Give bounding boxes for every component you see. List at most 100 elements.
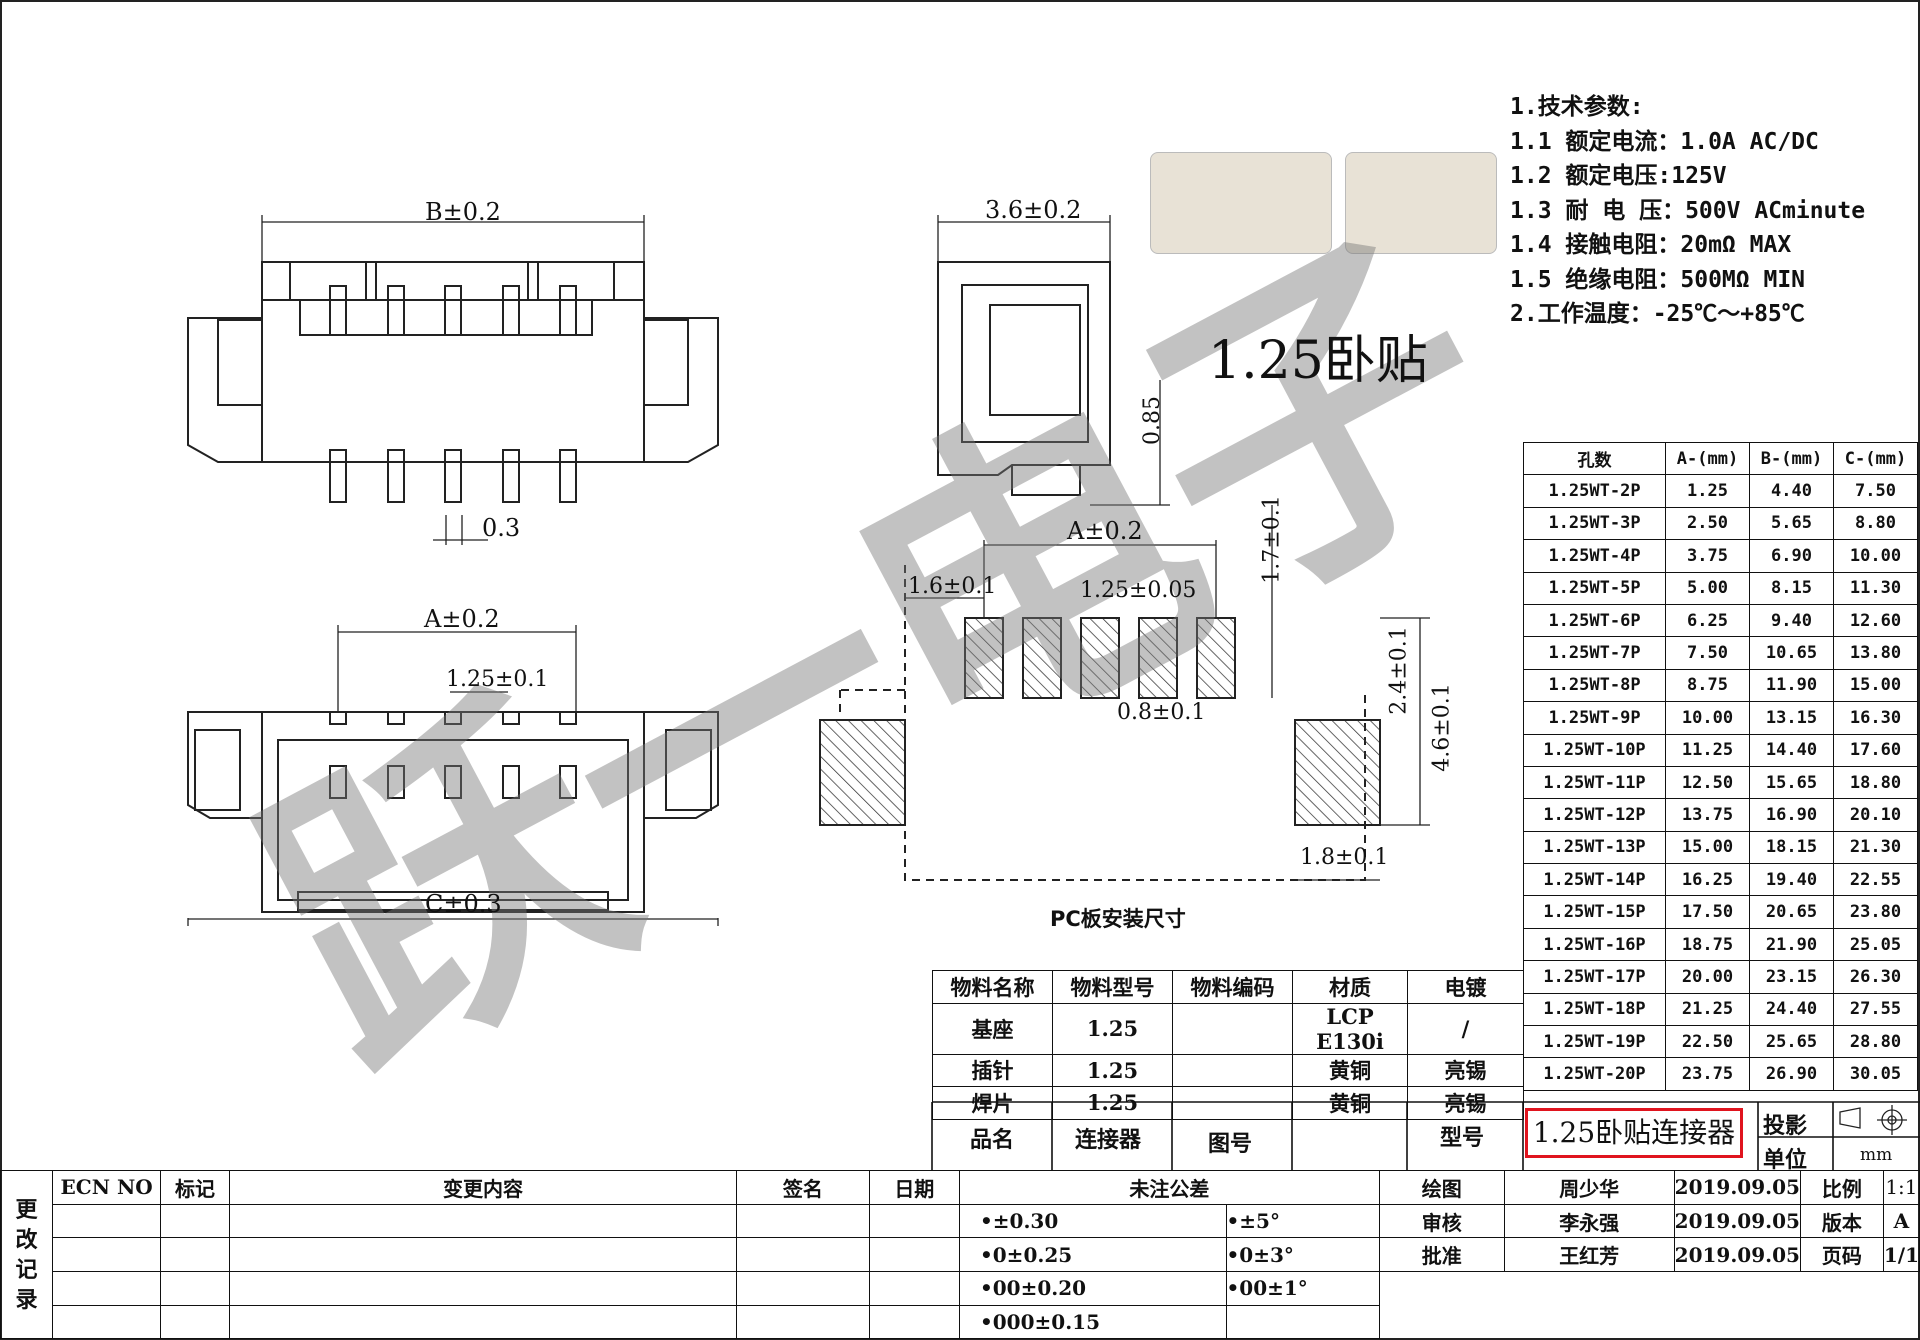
pin-header-cell: 孔数 (1523, 441, 1666, 476)
pin-cell: 17.60 (1833, 733, 1918, 767)
pin-cell: 15.00 (1665, 830, 1750, 865)
pin-cell: 7.50 (1833, 474, 1918, 508)
spec-line: 1.1 额定电流：1.0A AC/DC (1510, 128, 1819, 155)
pin-cell: 1.25WT-7P (1523, 636, 1666, 670)
tolerance-angular: •00±1° (1225, 1271, 1380, 1306)
title-block-header-cell: 签名 (736, 1170, 870, 1205)
pin-cell: 2.50 (1665, 506, 1750, 541)
projection-label: 投影 (1763, 1113, 1808, 1139)
pin-cell: 1.25WT-18P (1523, 992, 1666, 1027)
product-name-label: 品名 (970, 1127, 1015, 1153)
pin-cell: 1.25WT-5P (1523, 571, 1666, 605)
blank-cell (160, 1271, 230, 1306)
pin-cell: 24.40 (1749, 992, 1834, 1027)
pin-cell: 25.05 (1833, 927, 1918, 962)
pin-cell: 8.15 (1749, 571, 1834, 605)
top-view (187, 215, 719, 545)
material-header-cell: 材质 (1292, 970, 1408, 1004)
blank-cell (736, 1237, 870, 1273)
material-header-cell: 物料名称 (932, 970, 1053, 1004)
pin-cell: 20.10 (1833, 798, 1918, 832)
blank-cell (228, 1271, 738, 1306)
pin-cell: 15.00 (1833, 668, 1918, 703)
blank-cell (52, 1304, 162, 1340)
unit-label: 单位 (1763, 1147, 1808, 1173)
drawing-number-label: 图号 (1208, 1131, 1253, 1157)
pin-cell: 26.90 (1749, 1057, 1834, 1091)
title-block-header-cell: 变更内容 (228, 1170, 738, 1205)
pin-cell: 12.50 (1665, 765, 1750, 800)
material-header-cell: 电镀 (1407, 970, 1524, 1004)
pin-cell: 28.80 (1833, 1025, 1918, 1059)
table-row: •000±0.15 (1, 1304, 1920, 1340)
pin-cell: 16.25 (1665, 863, 1750, 897)
tolerance-linear: •00±0.20 (958, 1271, 1227, 1306)
pin-cell: 30.05 (1833, 1057, 1918, 1091)
pin-cell: 18.80 (1833, 765, 1918, 800)
model-label: 型号 (1440, 1125, 1485, 1151)
connector-photo-side (1345, 152, 1497, 254)
tolerance-linear: •0±0.25 (958, 1237, 1227, 1273)
side-char: 更 (15, 1196, 38, 1223)
pin-cell: 1.25WT-12P (1523, 798, 1666, 832)
pin-cell: 20.00 (1665, 960, 1750, 994)
tolerance-angular: •0±3° (1225, 1237, 1380, 1273)
blank-cell (736, 1203, 870, 1239)
blank-cell (52, 1237, 162, 1273)
connector-photo-front (1150, 152, 1332, 254)
material-cell (1172, 1053, 1293, 1087)
pin-cell: 23.80 (1833, 895, 1918, 929)
tolerance-linear: •±0.30 (958, 1203, 1227, 1239)
blank-cell (868, 1237, 960, 1273)
dim-pin-width: 0.3 (482, 514, 521, 542)
title-block-header-cell: ECN NO (52, 1170, 162, 1205)
tolerance-angular (1225, 1304, 1380, 1340)
blank-cell (52, 1203, 162, 1239)
material-cell: LCP E130i (1292, 1002, 1408, 1055)
approval-value: A (1882, 1203, 1920, 1239)
pin-cell: 23.75 (1665, 1057, 1750, 1091)
material-header: 物料名称物料型号物料编码材质电镀 (932, 970, 1524, 1004)
pin-cell: 11.25 (1665, 733, 1750, 767)
pin-header-cell: A-(mm) (1665, 441, 1750, 476)
approval-key: 版本 (1799, 1203, 1884, 1239)
pin-cell: 26.30 (1833, 960, 1918, 994)
dim-side-width: 3.6±0.2 (985, 196, 1082, 224)
blank-cell (736, 1271, 870, 1306)
pin-cell: 11.30 (1833, 571, 1918, 605)
side-char: 录 (15, 1286, 38, 1313)
pin-cell: 1.25WT-8P (1523, 668, 1666, 703)
approval-name: 周少华 (1503, 1170, 1675, 1205)
pin-cell: 23.15 (1749, 960, 1834, 994)
dim-pcb-0-8: 0.8±0.1 (1117, 700, 1206, 725)
blank-cell (736, 1304, 870, 1340)
spec-line: 1.4 接触电阻：20mΩ MAX (1510, 232, 1792, 258)
pin-cell: 19.40 (1749, 863, 1834, 897)
dim-pcb-1-8: 1.8±0.1 (1300, 845, 1389, 870)
pin-cell: 6.90 (1749, 539, 1834, 573)
dim-c: C±0.3 (425, 890, 502, 918)
title-block-header-cell: 未注公差 (958, 1170, 1380, 1205)
approval-date: 2019.09.05 (1673, 1170, 1801, 1205)
dim-pcb-1-6: 1.6±0.1 (908, 574, 997, 599)
spec-line: 2.工作温度：-25℃～+85℃ (1510, 301, 1805, 327)
title-block-header-cell: 日期 (868, 1170, 960, 1205)
approval-date: 2019.09.05 (1673, 1203, 1801, 1239)
side-char: 改 (15, 1226, 38, 1253)
pin-cell: 3.75 (1665, 539, 1750, 573)
